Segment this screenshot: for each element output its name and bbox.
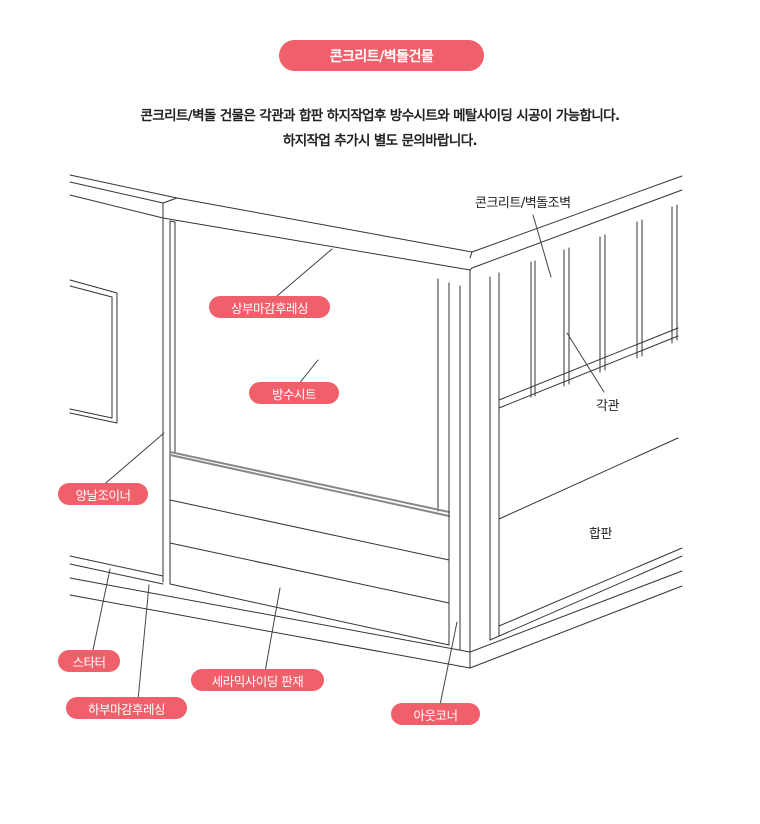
siding-courses bbox=[169, 499, 450, 646]
rail bbox=[498, 327, 679, 409]
label-concrete-wall: 콘크리트/벽돌조벽 bbox=[475, 196, 571, 211]
label-square-pipe: 각관 bbox=[596, 399, 619, 414]
label-bi-joiner: 양날조이너 bbox=[58, 483, 148, 505]
description-line-1: 콘크리트/벽돌 건물은 각관과 합판 하지작업후 방수시트와 메탈사이딩 시공이… bbox=[140, 108, 621, 124]
upper-panel bbox=[169, 220, 450, 626]
plywood-joints bbox=[498, 437, 679, 520]
leader-lines bbox=[92, 214, 605, 706]
right-lower bbox=[469, 547, 683, 669]
label-starter: 스타터 bbox=[58, 650, 120, 672]
description-line-2: 하지작업 추가시 별도 문의바랍니다. bbox=[282, 133, 478, 149]
window bbox=[69, 279, 118, 424]
sheet-edge bbox=[169, 451, 450, 517]
description: 콘크리트/벽돌 건물은 각관과 합판 하지작업후 방수시트와 메탈사이딩 시공이… bbox=[40, 104, 720, 154]
label-ceramic-panel: 세라믹사이딩 판재 bbox=[191, 669, 324, 691]
label-upper-finish: 상부마감후레싱 bbox=[209, 296, 330, 318]
label-out-corner: 아웃코너 bbox=[391, 703, 480, 725]
out-corner-lines bbox=[448, 269, 500, 653]
label-plywood: 합판 bbox=[589, 527, 612, 542]
lower-finish bbox=[69, 555, 471, 669]
page-title: 콘크리트/벽돌건물 bbox=[279, 40, 484, 71]
left-top-cap bbox=[69, 174, 473, 271]
label-waterproof-sheet: 방수시트 bbox=[249, 382, 339, 404]
joiner-lines bbox=[162, 217, 171, 585]
studs bbox=[498, 204, 678, 409]
label-lower-finish: 하부마감후레싱 bbox=[66, 697, 187, 719]
right-top-cap bbox=[469, 175, 683, 271]
